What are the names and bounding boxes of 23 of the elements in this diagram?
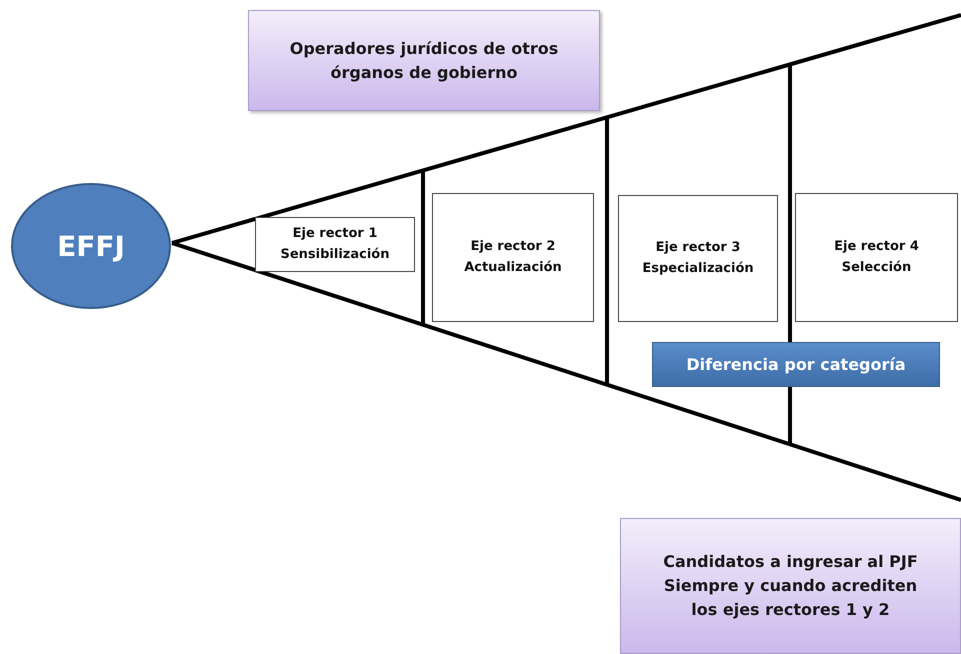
box-label: Operadores jurídicos de otros órganos de gobierno xyxy=(288,38,560,84)
box-label: EFFJ xyxy=(57,230,125,262)
box-text: Siempre y cuando acrediten los ejes rectores 1 y 2 xyxy=(662,575,918,621)
axis-box xyxy=(618,195,778,322)
box-label: Diferencia por categoría xyxy=(686,355,906,374)
axis-box xyxy=(432,193,594,322)
axis-box xyxy=(795,193,958,322)
box-heading: Candidatos a ingresar al PJF xyxy=(663,551,918,573)
funnel-line xyxy=(171,13,961,245)
box-text: Actualización xyxy=(464,258,562,276)
category-banner xyxy=(652,342,940,387)
box-heading: Eje rector 4 xyxy=(834,238,919,256)
box-text: Especialización xyxy=(642,260,754,278)
funnel-line xyxy=(171,241,961,502)
axis-box xyxy=(255,217,415,272)
note-box xyxy=(248,10,600,111)
box-heading: Eje rector 3 xyxy=(656,238,740,257)
box-text: Selección xyxy=(842,258,912,276)
box-heading: Eje rector 2 xyxy=(470,238,556,256)
ellipse-node xyxy=(10,182,172,310)
note-box xyxy=(620,518,961,654)
box-text: Sensibilización xyxy=(280,246,390,264)
box-heading: Eje rector 1 xyxy=(292,224,378,243)
